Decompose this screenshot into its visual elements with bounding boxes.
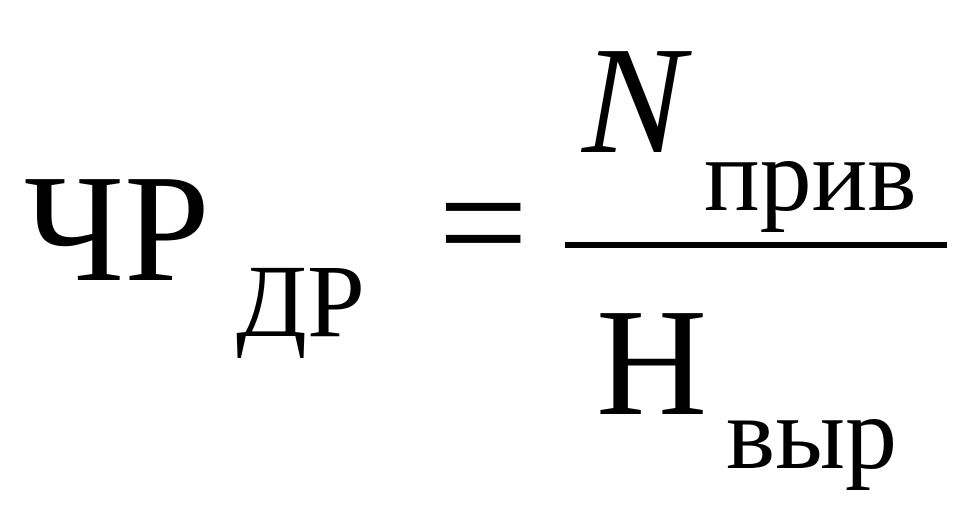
- equals-sign: =: [438, 133, 529, 311]
- denominator-subscript: выр: [726, 376, 897, 491]
- numerator-subscript: прив: [704, 118, 917, 233]
- fraction-bar: [565, 242, 947, 248]
- denominator-symbol: Н: [596, 278, 708, 448]
- lhs-subscript: ДР: [236, 244, 365, 359]
- numerator-symbol: N: [582, 16, 685, 186]
- lhs-symbol: ЧР: [24, 144, 210, 314]
